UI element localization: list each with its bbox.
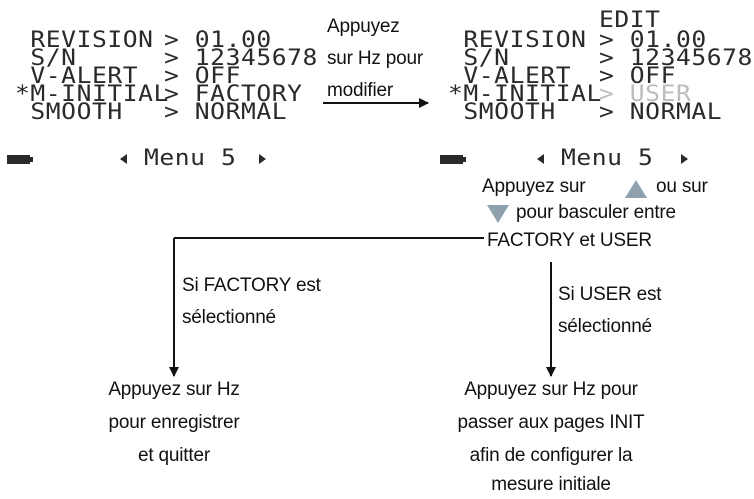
toggle-instruction-line-1-pre: Appuyez sur (482, 176, 586, 197)
lcd-row-valert-label: V-ALERT (448, 64, 572, 89)
toggle-instruction-line-1-post: ou sur (656, 176, 708, 197)
edit-indicator: EDIT (599, 8, 661, 33)
save-exit-line-3: et quitter (138, 445, 210, 466)
menu-label: Menu 5 (144, 146, 237, 171)
save-exit-line-1: Appuyez sur Hz (108, 379, 240, 400)
init-pages-line-3: afin de configurer la (469, 445, 633, 466)
init-pages-line-1: Appuyez sur Hz pour (464, 379, 638, 400)
lcd-row-minitial-value: > USER (599, 82, 692, 107)
toggle-instruction-line-2: pour basculer entre (516, 202, 676, 223)
init-pages-line-4: mesure initiale (491, 474, 611, 495)
lcd-row-valert-value: > OFF (599, 64, 676, 89)
battery-icon (440, 155, 463, 164)
lcd-row-sn-label: S/N (448, 46, 510, 71)
lcd-row-smooth-value: > NORMAL (164, 100, 288, 125)
if-factory-line-1: Si FACTORY est (182, 275, 321, 296)
down-arrow-icon (487, 205, 509, 223)
lcd-row-minitial-value: > FACTORY (164, 82, 303, 107)
menu-label: Menu 5 (561, 146, 654, 171)
lcd-screen-menu-5: REVISION > 01.00 S/N > 12345678 V-ALERT … (0, 0, 320, 178)
lcd-row-smooth-value: > NORMAL (599, 100, 723, 125)
press-hz-line-3: modifier (327, 80, 393, 101)
lcd-row-minitial-label: *M-INITIAL (448, 82, 602, 107)
lcd-row-revision-value: > 01.00 (164, 28, 272, 53)
lcd-row-revision-label: REVISION (448, 28, 587, 53)
press-hz-line-2: sur Hz pour (327, 48, 424, 69)
lcd-row-minitial-label: *M-INITIAL (15, 82, 169, 107)
right-arrow-icon (681, 154, 688, 164)
lcd-row-sn-label: S/N (15, 46, 77, 71)
save-exit-line-2: pour enregistrer (108, 412, 240, 433)
if-user-line-2: sélectionné (558, 316, 652, 337)
lcd-row-valert-value: > OFF (164, 64, 241, 89)
if-user-line-1: Si USER est (558, 284, 662, 305)
lcd-row-smooth-label: SMOOTH (448, 100, 556, 125)
right-arrow-icon (259, 154, 266, 164)
left-arrow-icon (537, 154, 544, 164)
left-arrow-icon (120, 154, 127, 164)
press-hz-line-1: Appuyez (327, 16, 400, 37)
init-pages-line-2: passer aux pages INIT (457, 412, 645, 433)
lcd-row-smooth-label: SMOOTH (15, 100, 123, 125)
up-arrow-icon (625, 180, 647, 198)
toggle-instruction-line-3: FACTORY et USER (487, 230, 652, 251)
battery-icon (7, 155, 30, 164)
lcd-row-sn-value: > 12345678 (599, 46, 753, 71)
if-factory-line-2: sélectionné (182, 307, 276, 328)
lcd-row-valert-label: V-ALERT (15, 64, 139, 89)
lcd-screen-menu-5-edit: EDIT REVISION > 01.00 S/N > 12345678 V-A… (433, 0, 754, 178)
lcd-row-sn-value: > 12345678 (164, 46, 318, 71)
lcd-row-revision-value: > 01.00 (599, 28, 707, 53)
lcd-row-revision-label: REVISION (15, 28, 154, 53)
